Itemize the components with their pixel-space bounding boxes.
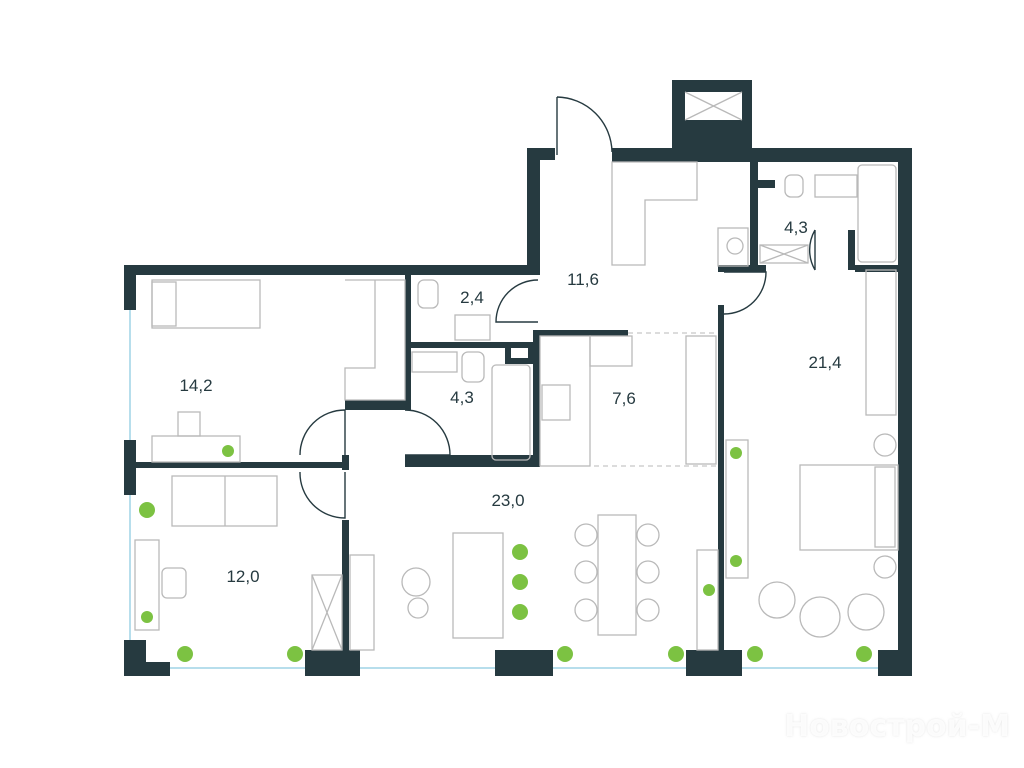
windows	[129, 310, 878, 669]
room-area-label: 12,0	[226, 567, 259, 586]
watermark: Новострой-М	[784, 709, 1010, 744]
room-area-label: 23,0	[491, 491, 524, 510]
room-area-label: 14,2	[179, 376, 212, 395]
room-area-label: 2,4	[460, 288, 484, 307]
room-area-label: 11,6	[567, 270, 599, 289]
room-area-label: 4,3	[450, 388, 474, 407]
room-area-label: 7,6	[612, 389, 636, 408]
room-area-label: 21,4	[808, 353, 841, 372]
furniture	[134, 91, 899, 651]
plants	[139, 445, 872, 662]
room-area-label: 4,3	[784, 218, 808, 237]
doors	[299, 96, 816, 519]
walls	[124, 80, 912, 676]
